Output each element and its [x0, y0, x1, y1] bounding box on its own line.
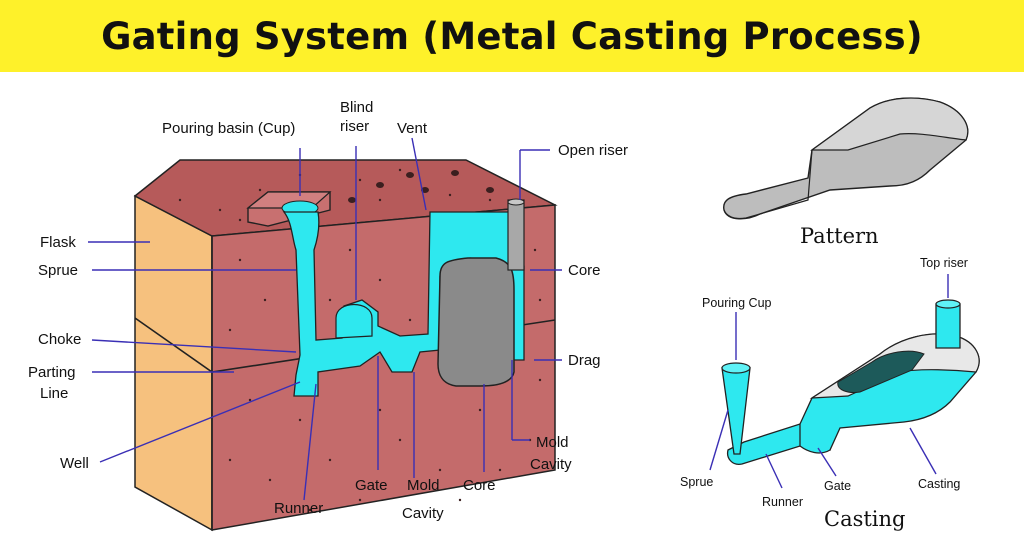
pattern-drawing: Pattern: [723, 97, 969, 248]
label-drag: Drag: [568, 352, 601, 369]
mold-leader-lines: [88, 137, 562, 501]
casting-drawing: Top riser Pouring Cup Sprue Runner Gate …: [680, 256, 980, 531]
label-pattern: Pattern: [800, 224, 879, 248]
page-title: Gating System (Metal Casting Process): [101, 14, 923, 58]
label-mold-cavity-right-1: Mold: [536, 434, 569, 451]
label-core-bottom: Core: [463, 477, 496, 494]
label-choke: Choke: [38, 331, 81, 348]
label-open-riser: Open riser: [558, 142, 628, 159]
label-mold-cavity-right-2: Cavity: [530, 456, 572, 473]
label-gate: Gate: [355, 477, 388, 494]
label-runner: Runner: [274, 500, 323, 517]
label-parting-1: Parting: [28, 364, 76, 381]
label-top-riser: Top riser: [920, 256, 968, 270]
label-casting: Casting: [918, 477, 960, 491]
label-core-right: Core: [568, 262, 601, 279]
label-blind-riser-1: Blind: [340, 99, 373, 116]
label-pouring-basin: Pouring basin (Cup): [162, 120, 295, 137]
casting-recess: [837, 350, 925, 393]
label-mold-cavity-bottom-2: Cavity: [402, 505, 444, 522]
casting-top-riser: [935, 303, 961, 349]
open-riser: [507, 199, 525, 271]
blind-riser: [335, 304, 373, 339]
vent-holes: [348, 170, 494, 203]
label-blind-riser-2: riser: [340, 118, 369, 135]
label-sprue: Sprue: [38, 262, 78, 279]
label-casting-runner: Runner: [762, 495, 803, 509]
label-casting-sprue: Sprue: [680, 475, 713, 489]
label-flask: Flask: [40, 234, 76, 251]
label-casting-title: Casting: [824, 507, 906, 531]
label-vent: Vent: [397, 120, 428, 137]
label-casting-gate: Gate: [824, 479, 851, 493]
title-banner: Gating System (Metal Casting Process): [0, 0, 1024, 72]
mold-top-face: [133, 159, 558, 237]
label-parting-2: Line: [40, 385, 68, 402]
mold-box: [133, 159, 558, 532]
mold-labels: Pouring basin (Cup) Blind riser Vent Ope…: [28, 99, 628, 522]
label-well: Well: [60, 455, 89, 472]
core: [437, 257, 515, 387]
label-pouring-cup: Pouring Cup: [702, 296, 772, 310]
label-mold-cavity-bottom-1: Mold: [407, 477, 440, 494]
